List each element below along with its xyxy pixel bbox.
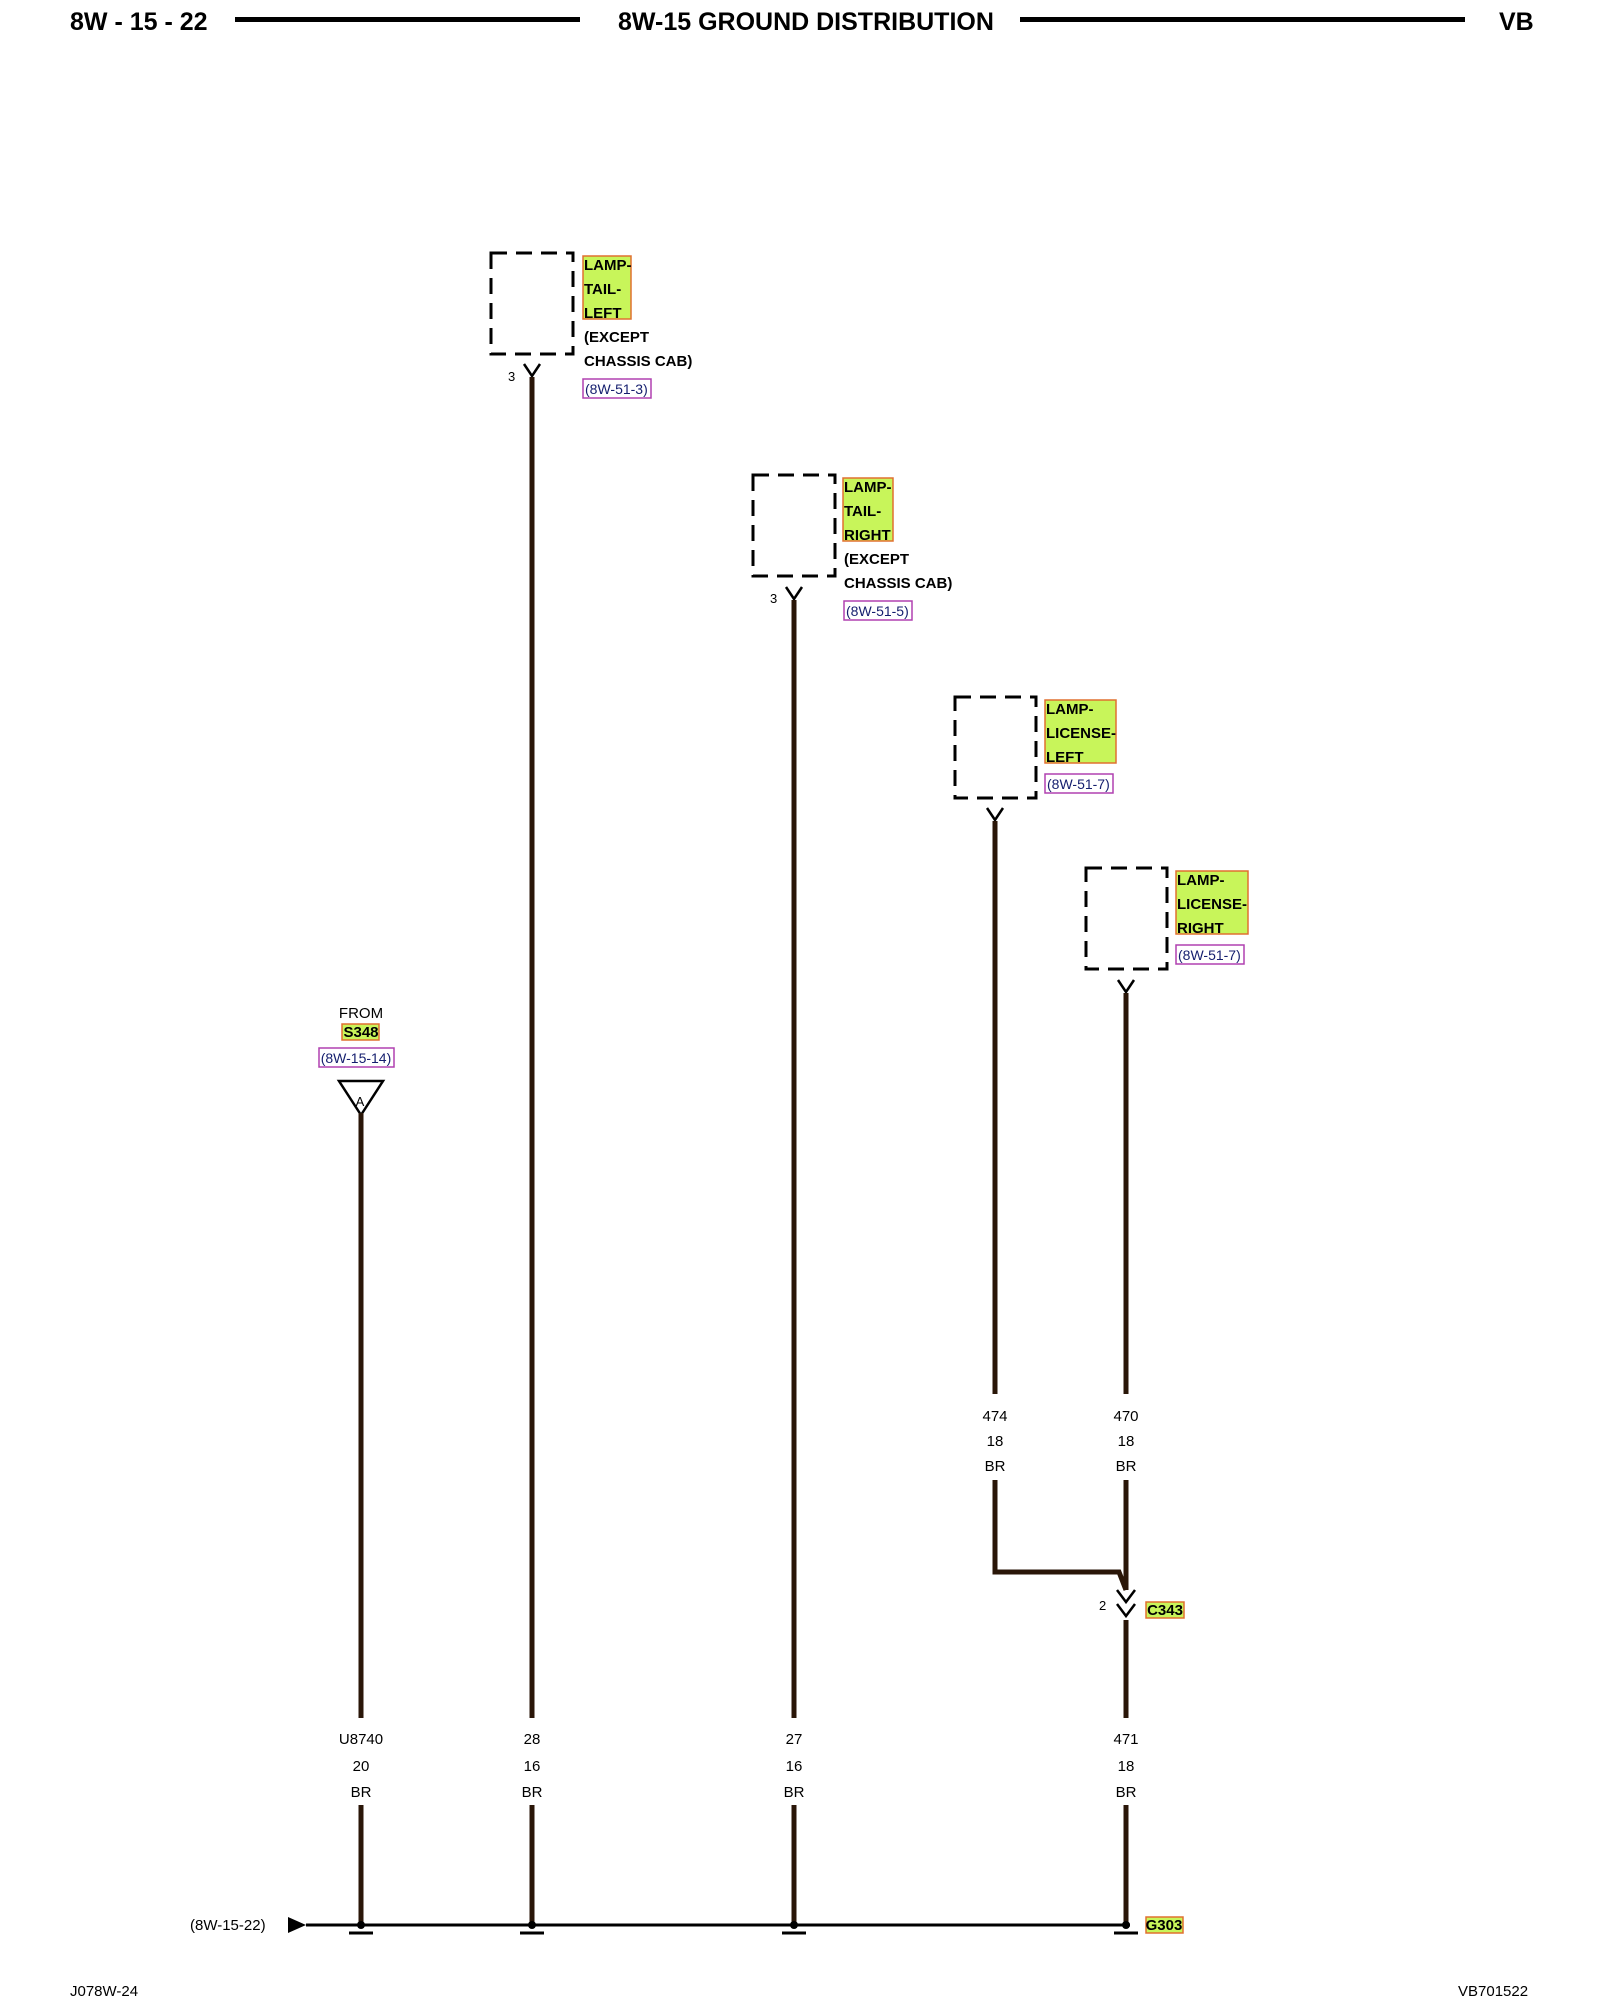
reference-link[interactable]: (8W-51-7) bbox=[1178, 947, 1241, 963]
wire-474-lower bbox=[992, 1480, 1129, 1591]
component-note-line: CHASSIS CAB) bbox=[584, 353, 692, 370]
component-name-line: RIGHT bbox=[1177, 920, 1224, 937]
reference-link[interactable]: (8W-15-14) bbox=[321, 1050, 392, 1066]
connector-c343[interactable]: 2 C343 bbox=[1099, 1589, 1185, 1619]
splice-dot bbox=[790, 1921, 798, 1929]
component-lamp-tail-right[interactable]: LAMP- TAIL- RIGHT (EXCEPT CHASSIS CAB) (… bbox=[751, 473, 952, 621]
wire-circuit: 470 bbox=[1113, 1408, 1138, 1425]
wire-label-27: 27 16 BR bbox=[784, 1731, 805, 1801]
header-rule-right bbox=[1020, 17, 1465, 22]
component-note-line: (EXCEPT bbox=[844, 551, 909, 568]
wire-gauge: 20 bbox=[353, 1758, 370, 1775]
component-name-highlight bbox=[582, 255, 632, 320]
pin-number: 3 bbox=[508, 369, 515, 384]
component-lamp-license-right[interactable]: LAMP- LICENSE- RIGHT (8W-51-7) bbox=[1084, 866, 1249, 995]
wire-color: BR bbox=[1116, 1784, 1137, 1801]
splice-name: S348 bbox=[343, 1024, 378, 1041]
footer-left-code: J078W-24 bbox=[70, 1983, 139, 2000]
vehicle-code: VB bbox=[1499, 8, 1534, 36]
connector-male-symbol bbox=[1116, 1603, 1136, 1619]
component-lamp-tail-left[interactable]: LAMP- TAIL- LEFT (EXCEPT CHASSIS CAB) (8… bbox=[489, 251, 692, 399]
component-name-line: LICENSE- bbox=[1046, 725, 1116, 742]
pin-number: 3 bbox=[770, 591, 777, 606]
wire-label-28: 28 16 BR bbox=[522, 1731, 543, 1801]
ground-name-highlight bbox=[1145, 1916, 1184, 1934]
connector-name: C343 bbox=[1147, 1602, 1183, 1619]
wire-gauge: 18 bbox=[1118, 1433, 1135, 1450]
ground-reference-link[interactable]: (8W-15-22) bbox=[190, 1917, 266, 1934]
footer-right-code: VB701522 bbox=[1458, 1983, 1529, 2000]
component-name-line: TAIL- bbox=[584, 281, 621, 298]
wire-label-u8740: U8740 20 BR bbox=[339, 1731, 383, 1801]
component-lamp-license-left[interactable]: LAMP- LICENSE- LEFT (8W-51-7) bbox=[953, 695, 1117, 823]
connector-name-highlight bbox=[1145, 1601, 1185, 1619]
component-note-line: (EXCEPT bbox=[584, 329, 649, 346]
component-name-line: LAMP- bbox=[844, 479, 892, 496]
component-outline bbox=[751, 473, 837, 578]
page-number: 8W - 15 - 22 bbox=[70, 8, 208, 36]
component-name-line: LICENSE- bbox=[1177, 896, 1247, 913]
component-note-line: CHASSIS CAB) bbox=[844, 575, 952, 592]
wire-color: BR bbox=[1116, 1458, 1137, 1475]
connector-pin-symbol bbox=[522, 363, 542, 379]
splice-name-highlight bbox=[341, 1023, 380, 1041]
splice-dot bbox=[528, 1921, 536, 1929]
from-label: FROM bbox=[339, 1005, 383, 1022]
component-name-highlight bbox=[1044, 699, 1117, 764]
connector-pin-symbol bbox=[784, 586, 804, 602]
splice-dot bbox=[1122, 1921, 1130, 1929]
component-name-line: LEFT bbox=[1046, 749, 1084, 766]
wire-label-470: 470 18 BR bbox=[1113, 1408, 1138, 1475]
reference-box bbox=[318, 1047, 395, 1068]
connector-pin-symbol bbox=[1116, 979, 1136, 995]
component-name-line: TAIL- bbox=[844, 503, 881, 520]
wire-label-471: 471 18 BR bbox=[1113, 1731, 1138, 1801]
connector-pin-symbol bbox=[985, 807, 1005, 823]
reference-box bbox=[843, 600, 913, 621]
wire-color: BR bbox=[351, 1784, 372, 1801]
header-rule-left bbox=[235, 17, 580, 22]
splice-triangle-symbol bbox=[336, 1079, 386, 1118]
wires bbox=[358, 377, 1129, 1927]
component-outline bbox=[953, 695, 1038, 800]
component-outline bbox=[1084, 866, 1169, 971]
reference-link[interactable]: (8W-51-7) bbox=[1047, 776, 1110, 792]
splice-letter: A bbox=[356, 1094, 365, 1109]
wire-color: BR bbox=[985, 1458, 1006, 1475]
wire-circuit: 471 bbox=[1113, 1731, 1138, 1748]
wire-gauge: 18 bbox=[987, 1433, 1004, 1450]
wire-circuit: U8740 bbox=[339, 1731, 383, 1748]
ground-g303[interactable]: (8W-15-22) G303 bbox=[190, 1916, 1184, 1935]
off-page-arrow-icon bbox=[288, 1917, 306, 1933]
wire-circuit: 28 bbox=[524, 1731, 541, 1748]
component-name-line: LEFT bbox=[584, 305, 622, 322]
from-splice-s348[interactable]: FROM S348 (8W-15-14) A bbox=[318, 1005, 395, 1118]
component-name-line: RIGHT bbox=[844, 527, 891, 544]
reference-link[interactable]: (8W-51-3) bbox=[585, 381, 648, 397]
page-title: 8W-15 GROUND DISTRIBUTION bbox=[618, 8, 994, 36]
ground-name: G303 bbox=[1146, 1917, 1183, 1934]
wire-circuit: 27 bbox=[786, 1731, 803, 1748]
component-name-line: LAMP- bbox=[1046, 701, 1094, 718]
wire-gauge: 16 bbox=[524, 1758, 541, 1775]
wire-color: BR bbox=[522, 1784, 543, 1801]
connector-pin-number: 2 bbox=[1099, 1598, 1106, 1613]
reference-box bbox=[582, 378, 652, 399]
wire-circuit: 474 bbox=[982, 1408, 1007, 1425]
reference-box bbox=[1044, 773, 1114, 794]
component-name-line: LAMP- bbox=[584, 257, 632, 274]
component-name-highlight bbox=[1175, 870, 1249, 935]
reference-box bbox=[1175, 944, 1245, 965]
component-name-line: LAMP- bbox=[1177, 872, 1225, 889]
splice-dot bbox=[357, 1921, 365, 1929]
reference-link[interactable]: (8W-51-5) bbox=[846, 603, 909, 619]
component-outline bbox=[489, 251, 575, 356]
wire-gauge: 16 bbox=[786, 1758, 803, 1775]
wire-gauge: 18 bbox=[1118, 1758, 1135, 1775]
component-name-highlight bbox=[842, 477, 894, 542]
wire-color: BR bbox=[784, 1784, 805, 1801]
connector-female-symbol bbox=[1116, 1589, 1136, 1605]
wire-label-474: 474 18 BR bbox=[982, 1408, 1007, 1475]
